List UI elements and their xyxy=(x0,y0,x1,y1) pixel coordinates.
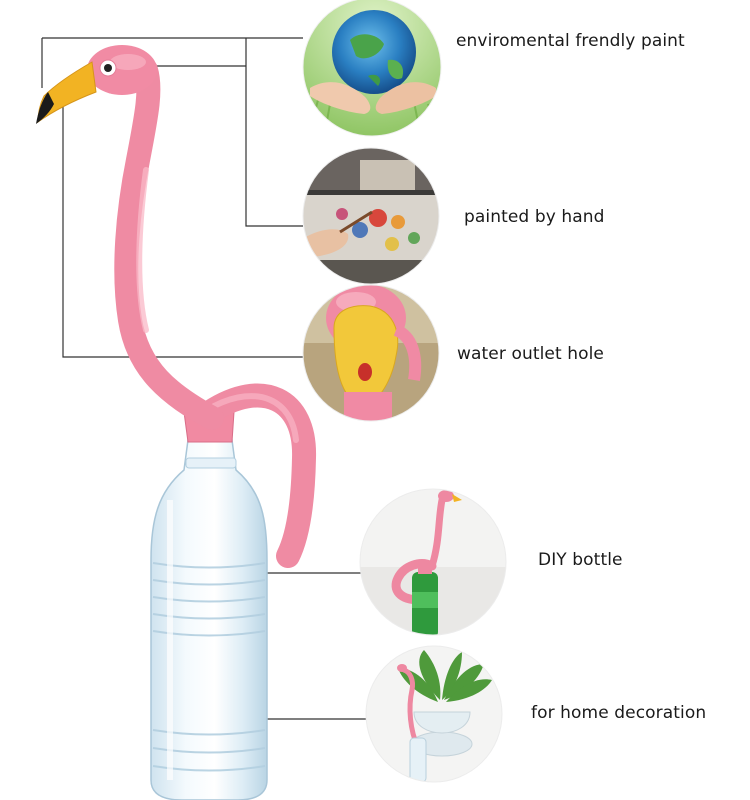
photo-flamingo-with-potted-plant xyxy=(366,646,502,782)
feature-label-water-outlet: water outlet hole xyxy=(457,344,604,364)
photo-hand-painting-palette xyxy=(303,148,439,284)
feature-label-eco-paint: enviromental frendly paint xyxy=(456,31,685,51)
photo-flamingo-on-green-bottle xyxy=(360,489,506,635)
photo-hands-holding-earth xyxy=(303,0,441,136)
photo-flamingo-beak-closeup xyxy=(303,285,439,421)
feature-label-diy-bottle: DIY bottle xyxy=(538,550,623,570)
water-bottle xyxy=(150,439,268,800)
flamingo-spout xyxy=(36,45,317,568)
feature-label-hand-painted: painted by hand xyxy=(464,207,605,227)
feature-label-home-decoration: for home decoration xyxy=(531,703,707,723)
